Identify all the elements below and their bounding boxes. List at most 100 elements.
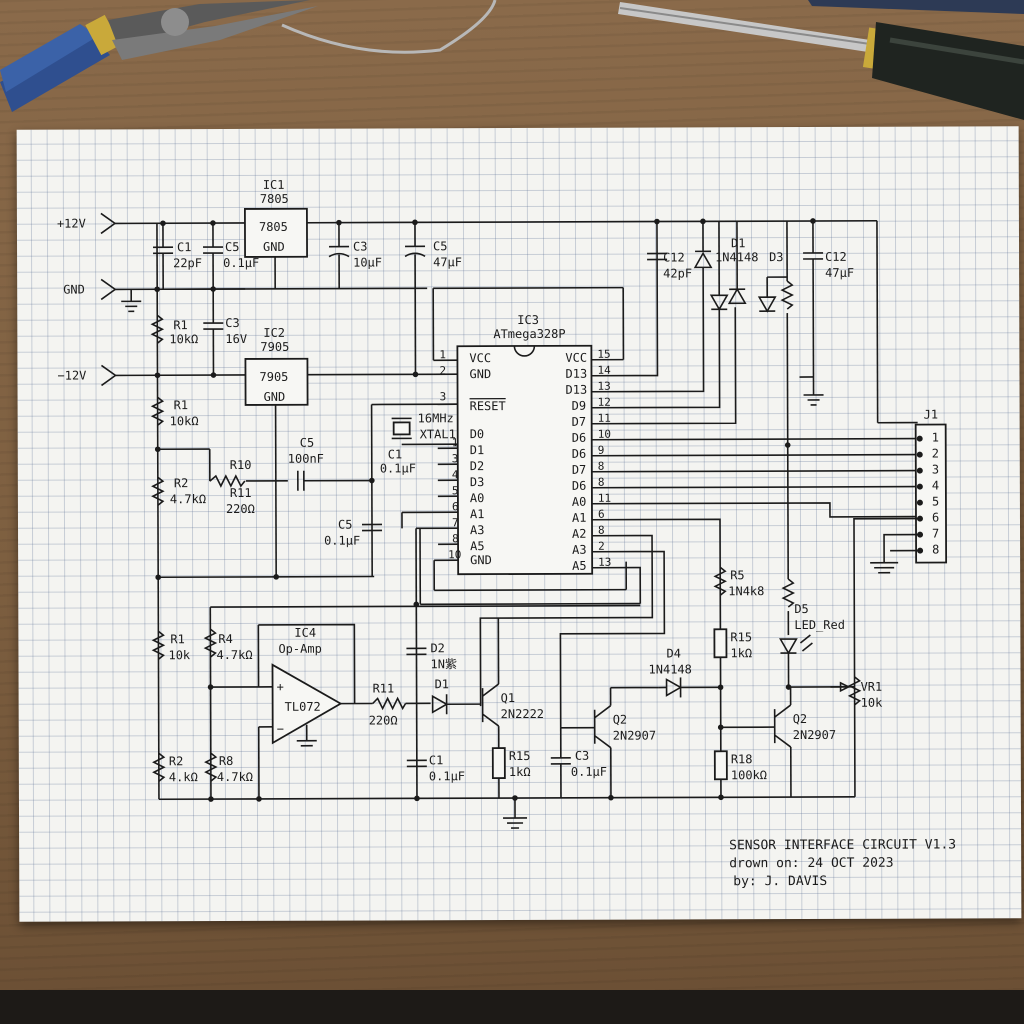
ic3-right-pin-num: 8	[598, 476, 605, 489]
capacitor-c12-b	[803, 220, 824, 377]
potentiometer-vr1	[847, 676, 862, 706]
ic3-right-pin-num: 8	[598, 524, 605, 537]
c5-low-ref: C5	[338, 518, 353, 532]
ic3-right-pin-name: A2	[572, 527, 587, 541]
ic3-left-pin-num: 5	[452, 484, 459, 497]
ic4-ref: IC4	[294, 626, 316, 640]
ic3-notch	[513, 345, 536, 357]
ic3-right-pin-num: 11	[598, 412, 611, 425]
ic3-right-pin-num: 8	[598, 460, 605, 473]
xtal-value: 16MHz	[418, 411, 454, 425]
c3-mid-ref: C3	[225, 316, 240, 330]
power-rails	[100, 212, 877, 801]
c3-top-ref: C3	[353, 240, 368, 254]
junction-dots	[154, 218, 816, 802]
diode-d4	[658, 677, 721, 698]
r1-b-ref: R1	[174, 398, 189, 412]
r11-a-value: 220Ω	[226, 502, 255, 516]
capacitor-c3-low	[550, 757, 571, 765]
connector-j1	[914, 423, 948, 564]
ic2-value: 7905	[260, 340, 289, 354]
ic3-right-pin-num: 13	[598, 556, 611, 569]
schematic-paper: +12V GND −12V IC1 7805 7805 GND IC2 7905…	[16, 126, 1022, 922]
desk-bottom-shadow	[0, 990, 1024, 1024]
ic3-right-pin-num: 11	[598, 492, 611, 505]
ic3-left-pin-num: 4	[452, 468, 459, 481]
ic3-right-pin-name: D7	[572, 463, 587, 477]
capacitor-c3-mid	[203, 289, 224, 376]
d1-top-ref: D1	[731, 236, 746, 250]
ic1-body: 7805	[259, 220, 288, 234]
r15-a-value: 1kΩ	[509, 765, 531, 779]
capacitor-c5-top	[203, 223, 224, 290]
schematic-diagram: +12V GND −12V IC1 7805 7805 GND IC2 7905…	[57, 178, 956, 889]
ic1-value: 7805	[260, 192, 289, 206]
power-label-plus12: +12V	[57, 217, 86, 231]
r15-b-value: 1kΩ	[730, 646, 752, 660]
ic3-left-pin-name: D1	[470, 443, 485, 457]
ic3-left-pin-num: 10	[448, 548, 461, 561]
ic3-left-pin-name: D0	[470, 427, 485, 441]
xtal-ref: XTAL1	[420, 427, 456, 441]
ic3-right-pin-name: A1	[572, 511, 587, 525]
ic3-left-pin-name: GND	[470, 553, 492, 567]
ic3-left-pin-name: D3	[470, 475, 485, 489]
ic3-right-pin-name: A0	[572, 495, 587, 509]
j1-pin-label: 3	[932, 463, 939, 477]
j1-pin-label: 6	[932, 511, 939, 525]
ic3-left-pin-name: A5	[470, 539, 485, 553]
r4-ref: R4	[218, 632, 233, 646]
ic4-body: TL072	[285, 700, 321, 714]
ground-icon	[503, 798, 528, 829]
r11-a-ref: R11	[230, 486, 252, 500]
ic3-left-pin-name: D2	[470, 459, 485, 473]
ic3-left-pin-num: 8	[452, 532, 459, 545]
transistor-q2-b	[773, 686, 855, 798]
ic3-right-pin-name: D6	[572, 447, 587, 461]
diode-d1-top	[693, 221, 713, 269]
d2-ref: D2	[430, 641, 445, 655]
resistor-r2-b	[152, 752, 166, 782]
r1-a-value: 10kΩ	[169, 332, 198, 346]
title-line-3: by: J. DAVIS	[733, 874, 827, 889]
c1-top-value: 22pF	[173, 256, 202, 270]
ic3-left-pin-num: 1	[439, 348, 446, 361]
resistor-r4	[203, 628, 218, 658]
r2-a-value: 4.7kΩ	[170, 492, 206, 506]
c6-top-value: 47µF	[433, 255, 462, 269]
ic3-left-pin-name: A3	[470, 523, 485, 537]
ic2-body: 7905	[259, 370, 288, 384]
j1-pin-label: 5	[932, 495, 939, 509]
ic3-right-pin-num: 14	[597, 364, 611, 377]
ic3-left-pin-num: 7	[452, 516, 459, 529]
ic4-plus: +	[277, 680, 284, 694]
r10-ref: R10	[230, 458, 252, 472]
ic3-left-wires	[401, 286, 641, 799]
d4-value: 1N4148	[648, 662, 691, 676]
c1-low-value: 0.1µF	[429, 769, 465, 783]
r4-value: 4.7kΩ	[216, 648, 252, 662]
d3-ref: D3	[769, 250, 784, 264]
ic3-right-pin-num: 13	[597, 380, 610, 393]
ic4-value: Op-Amp	[278, 642, 321, 656]
opamp-ic4	[271, 663, 343, 745]
title-line-2: drown on: 24 OCT 2023	[729, 856, 893, 872]
capacitor-d2-stack	[406, 647, 427, 656]
q1-ref: Q1	[501, 691, 516, 705]
title-line-1: SENSOR INTERFACE CIRCUIT V1.3	[729, 837, 956, 853]
ic3-microcontroller	[456, 344, 594, 576]
c5-top-value: 0.1µF	[223, 256, 259, 270]
ic3-left-pin-name: VCC	[469, 351, 491, 365]
d1-low-ref: D1	[435, 677, 450, 691]
c3-low-ref: C3	[575, 749, 590, 763]
r1-c-value: 10k	[168, 648, 190, 662]
ic3-right-pin-num: 10	[598, 428, 611, 441]
r1-c-ref: R1	[170, 632, 185, 646]
led-pair-icon	[709, 221, 788, 313]
diode-d1-low	[431, 694, 481, 715]
c12-b-value: 47µF	[825, 266, 854, 280]
ic3-left-pin-name: A1	[470, 507, 485, 521]
ic1-regulator	[243, 207, 308, 258]
ic3-right-pin-name: A3	[572, 543, 587, 557]
c12-a-ref: C12	[663, 250, 685, 264]
